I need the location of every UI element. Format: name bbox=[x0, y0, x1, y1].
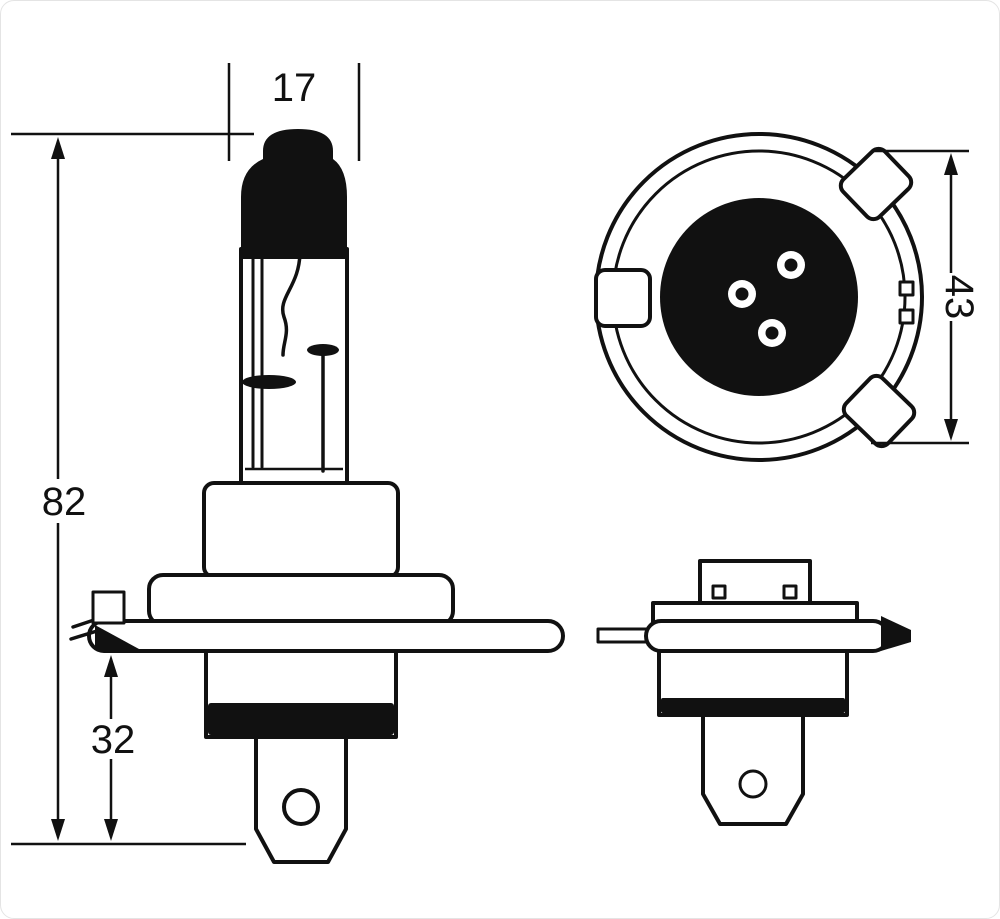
arrowhead-up bbox=[51, 137, 65, 159]
base-side-view bbox=[596, 559, 911, 826]
right-clip bbox=[881, 616, 911, 651]
bulb-collar bbox=[202, 481, 400, 579]
arrowhead-up bbox=[104, 655, 118, 677]
terminal-pins bbox=[728, 251, 805, 347]
connector-hole bbox=[282, 788, 320, 826]
index-square bbox=[782, 584, 798, 600]
index-tab bbox=[91, 590, 126, 625]
dimension-label-32: 32 bbox=[91, 718, 136, 762]
dimension-base-length: 32 bbox=[91, 655, 136, 841]
seal-band bbox=[661, 698, 845, 713]
lead-wire bbox=[280, 249, 302, 357]
seal-band bbox=[208, 703, 394, 735]
left-tab bbox=[594, 268, 652, 328]
high-beam-filament bbox=[307, 344, 339, 356]
clip-wire bbox=[69, 629, 99, 641]
arrowhead-down bbox=[51, 819, 65, 841]
dimension-flange-diameter: 43 bbox=[871, 149, 981, 445]
pin-center bbox=[735, 287, 749, 301]
arrowhead-down bbox=[944, 419, 958, 441]
index-square bbox=[711, 584, 727, 600]
arrowhead-up bbox=[944, 153, 958, 175]
dimension-label-82: 82 bbox=[42, 480, 87, 524]
index-square bbox=[898, 308, 915, 325]
index-square bbox=[898, 280, 915, 297]
filament-assembly bbox=[242, 249, 343, 473]
top-right-tab bbox=[838, 146, 914, 222]
bottom-right-tab bbox=[841, 373, 917, 449]
pin-center bbox=[784, 258, 798, 272]
clip-wedge bbox=[95, 625, 139, 649]
glass-envelope bbox=[239, 247, 349, 487]
low-beam-filament bbox=[242, 375, 296, 389]
base-front-view bbox=[594, 132, 924, 462]
mounting-flange bbox=[87, 619, 565, 653]
dimension-label-43: 43 bbox=[937, 275, 981, 320]
connector-hole bbox=[738, 769, 768, 799]
cap-disc bbox=[660, 198, 858, 396]
mounting-flange bbox=[644, 619, 890, 653]
pin-center bbox=[765, 326, 779, 340]
bulb-side-view bbox=[69, 129, 565, 864]
arrowhead-down bbox=[104, 819, 118, 841]
dimension-tip-width: 17 bbox=[227, 63, 361, 161]
base-shoulder bbox=[147, 573, 455, 627]
black-tip-cap bbox=[241, 129, 347, 259]
dimension-label-17: 17 bbox=[272, 66, 317, 110]
dimension-overall-length: 82 bbox=[11, 132, 254, 846]
